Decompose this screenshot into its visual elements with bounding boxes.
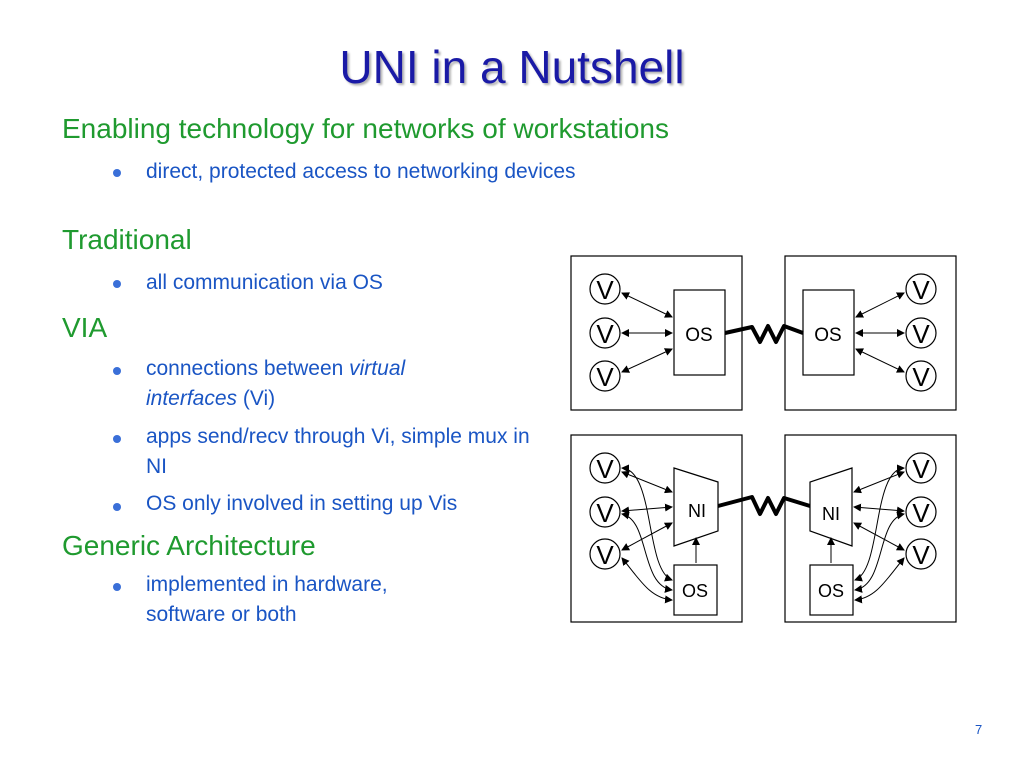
bullet-communication-via-os: all communication via OS (146, 271, 383, 294)
arrow (621, 348, 673, 373)
page-number: 7 (975, 722, 983, 737)
vi-left-3: V (589, 360, 621, 392)
heading-enabling-technology: Enabling technology for networks of work… (62, 113, 669, 144)
bullet-dot (113, 435, 121, 443)
curved-arrow (854, 557, 905, 604)
bullet-dot (113, 503, 121, 511)
heading-generic-architecture: Generic Architecture (62, 530, 316, 561)
vi-right-3: V (905, 538, 937, 570)
bullet-dot (113, 280, 121, 288)
ni-label: NI (822, 504, 840, 524)
os-label: OS (682, 581, 708, 601)
heading-traditional: Traditional (62, 224, 192, 255)
bullet-dot (113, 169, 121, 177)
vi-right-2: V (905, 496, 937, 528)
svg-text:V: V (912, 454, 930, 484)
svg-text:V: V (912, 319, 930, 349)
svg-text:V: V (912, 540, 930, 570)
vi-right-1: V (905, 273, 937, 305)
slide-title: UNI in a Nutshell (339, 41, 685, 93)
curved-arrow (621, 557, 673, 604)
os-label: OS (685, 325, 712, 346)
svg-text:V: V (596, 540, 614, 570)
bullet-direct-access: direct, protected access to networking d… (146, 160, 576, 183)
bullet-text-emphasis: virtual interfaces (146, 357, 406, 410)
ni-trapezoid (673, 467, 719, 547)
svg-text:V: V (912, 362, 930, 392)
svg-text:V: V (912, 275, 930, 305)
bullet-text-pre: connections between (146, 357, 350, 380)
vi-right-1: V (905, 452, 937, 484)
bullet-os-setup: OS only involved in setting up Vis (146, 492, 458, 515)
bullet-text-post: (Vi) (237, 387, 276, 410)
vi-left-3: V (589, 538, 621, 570)
os-box (802, 289, 855, 376)
via-host-left: V V V NI OS (570, 434, 743, 623)
svg-text:V: V (596, 275, 614, 305)
network-cable (724, 324, 804, 344)
bullet-dot (113, 367, 121, 375)
os-label: OS (814, 325, 841, 346)
vi-left-1: V (589, 273, 621, 305)
svg-text:V: V (596, 319, 614, 349)
traditional-host-left: V V V OS (570, 255, 743, 411)
vi-left-2: V (589, 317, 621, 349)
arrow (621, 292, 673, 318)
bullet-implemented-hw-sw: implemented in hardware, software or bot… (146, 573, 388, 626)
svg-text:V: V (912, 498, 930, 528)
os-label: OS (818, 581, 844, 601)
heading-via: VIA (62, 312, 108, 343)
svg-text:V: V (596, 498, 614, 528)
bullet-connections-virtual-interfaces: connections between virtual interfaces (… (146, 354, 476, 414)
bullet-dot (113, 583, 121, 591)
os-box (673, 564, 718, 616)
vi-right-2: V (905, 317, 937, 349)
network-cable (717, 495, 811, 516)
vi-right-3: V (905, 360, 937, 392)
via-host-right: NI OS V V V (784, 434, 957, 623)
os-box (809, 564, 854, 616)
vi-left-2: V (589, 496, 621, 528)
svg-text:V: V (596, 362, 614, 392)
ni-trapezoid (809, 467, 853, 547)
ni-label: NI (688, 501, 706, 521)
svg-text:V: V (596, 454, 614, 484)
traditional-host-right: OS V V V (784, 255, 957, 411)
bullet-apps-send-recv: apps send/recv through Vi, simple mux in… (146, 425, 530, 478)
arrow (855, 348, 905, 373)
vi-left-1: V (589, 452, 621, 484)
arrow (855, 292, 905, 318)
